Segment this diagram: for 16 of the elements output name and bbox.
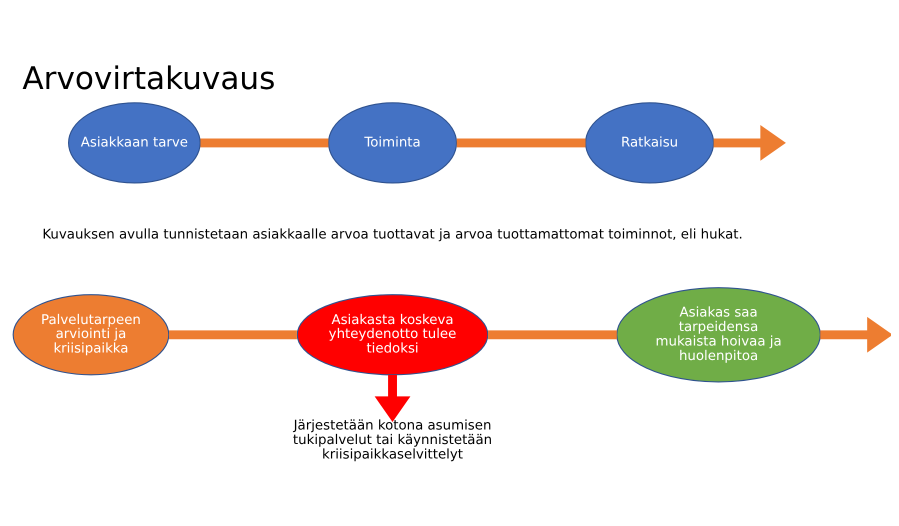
- node-ellipse: Toiminta: [328, 102, 458, 184]
- node-ellipse: Asiakas saa tarpeidensa mukaista hoivaa ja huolenpitoa: [616, 287, 821, 382]
- diagram-title: Arvovirtakuvaus: [22, 60, 276, 97]
- node-ellipse: Palvelutarpeen arviointi ja kriisipaikka: [12, 294, 170, 376]
- node-ellipse: Asiakasta koskeva yhteydenotto tulee tiedoksi: [296, 294, 488, 376]
- node-ellipse: Asiakkaan tarve: [68, 102, 201, 184]
- connector: [488, 330, 617, 340]
- connector: [200, 138, 328, 148]
- connector: [456, 138, 586, 148]
- connector: [169, 330, 297, 340]
- arrow: [714, 125, 786, 161]
- arrow: [374, 374, 410, 422]
- node-ellipse: Ratkaisu: [585, 102, 714, 184]
- node-text: Järjestetään kotona asumisen tukipalvelut tai käynnistetään kriisipaikkaselvittelyt: [292, 418, 492, 462]
- label: Kuvauksen avulla tunnistetaan asiakkaalle arvoa tuottavat ja arvoa tuottamattomat toiminnot, eli hukat.: [42, 228, 743, 243]
- arrow: [820, 316, 891, 353]
